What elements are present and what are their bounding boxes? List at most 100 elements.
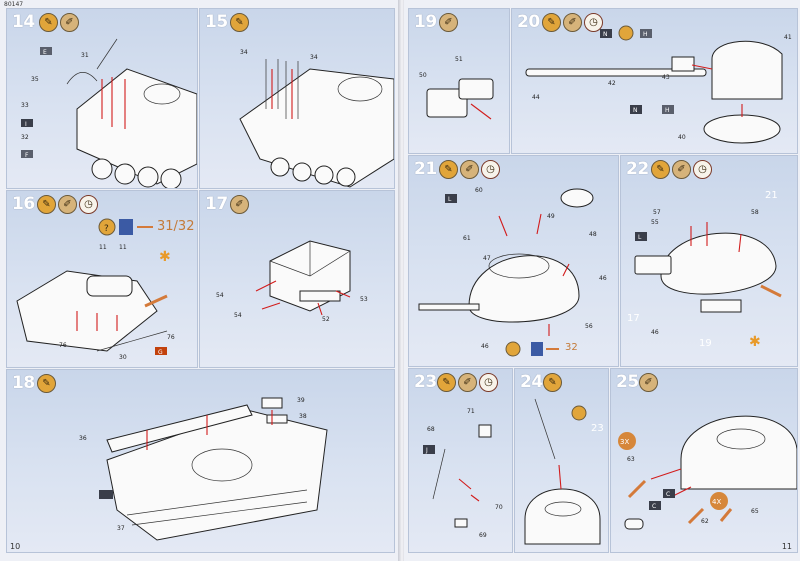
step-icons: ✐ — [639, 373, 658, 392]
label: 54 — [216, 292, 224, 299]
clock-icon: ◷ — [79, 195, 98, 214]
part-tag: F — [25, 152, 29, 159]
label: 48 — [589, 231, 597, 238]
label: 71 — [467, 408, 475, 415]
part-tag: N — [633, 107, 638, 114]
step-19-panel: 19 ✐ 50 51 — [408, 8, 510, 154]
svg-text:✱: ✱ — [159, 249, 171, 265]
step-number: 18 — [12, 373, 35, 393]
label: 61 — [463, 235, 471, 242]
step-reference: 31/32 — [157, 219, 195, 234]
part-tag: J — [425, 447, 428, 454]
step-18-diagram: 36 39 38 37 — [79, 397, 328, 541]
paint-icon: ✐ — [639, 373, 658, 392]
label: 41 — [784, 34, 792, 41]
paint-icon: ✐ — [439, 13, 458, 32]
glue-icon: ✎ — [651, 160, 670, 179]
step-14-diagram: 31 35 33 32 E I F — [21, 38, 197, 188]
glue-icon: ✎ — [542, 13, 561, 32]
step-icons: ✎ ✐ ◷ — [651, 160, 712, 179]
label: 56 — [585, 323, 593, 330]
label: 30 — [119, 354, 127, 361]
label: 52 — [322, 316, 330, 323]
step-17-diagram: 54 54 53 52 — [216, 240, 368, 323]
step-18-panel: 18 ✎ 36 39 38 37 — [6, 369, 395, 553]
label: 35 — [31, 76, 39, 83]
label: 43 — [662, 74, 670, 81]
label: 32 — [21, 134, 29, 141]
part-tag: L — [448, 196, 452, 203]
step-icons: ✎ — [37, 374, 56, 393]
label: 70 — [495, 504, 503, 511]
step-number: 17 — [205, 194, 228, 214]
book-gutter — [398, 0, 406, 561]
step-25-diagram: 3X 4X 63 62 65 C C — [618, 415, 797, 530]
part-tag: G — [158, 349, 163, 356]
part-tag: C — [666, 491, 670, 498]
part-tag: C — [652, 503, 656, 510]
label: 55 — [651, 219, 659, 226]
page-number: 10 — [10, 542, 21, 551]
paint-icon: ✐ — [458, 373, 477, 392]
label: 69 — [479, 532, 487, 539]
part-tag: I — [25, 121, 27, 128]
step-16-diagram: ? 11 11 ✱ 76 76 30 G — [16, 218, 175, 361]
label: 44 — [532, 94, 540, 101]
step-number: 16 — [12, 194, 35, 214]
panel-ref: 19 — [699, 338, 712, 349]
right-page: 19 ✐ 50 51 20 ✎ ✐ ◷ N H — [404, 0, 800, 561]
glue-icon: ✎ — [39, 13, 58, 32]
step-24-diagram: 23 — [524, 398, 604, 545]
step-icons: ✎ ✐ ◷ — [542, 13, 603, 32]
qty-badge: 3X — [620, 438, 629, 446]
step-number: 19 — [414, 12, 437, 32]
label: 53 — [360, 296, 368, 303]
panel-ref: 21 — [765, 190, 778, 201]
clock-icon: ◷ — [693, 160, 712, 179]
label: 46 — [651, 329, 659, 336]
step-number: 20 — [517, 12, 540, 32]
paint-icon: ✐ — [672, 160, 691, 179]
step-21-panel: 21 ✎ ✐ ◷ L 60 61 47 49 48 46 46 56 32 — [408, 155, 619, 367]
label: 37 — [117, 525, 125, 532]
label: 36 — [79, 435, 87, 442]
label: 60 — [475, 187, 483, 194]
label: 76 — [167, 334, 175, 341]
step-icons: ✐ — [230, 195, 249, 214]
step-number: 14 — [12, 12, 35, 32]
step-icons: ✎ — [543, 373, 562, 392]
part-tag: L — [638, 234, 642, 241]
clock-icon: ◷ — [479, 373, 498, 392]
step-number: 25 — [616, 372, 639, 392]
svg-text:?: ? — [104, 224, 109, 234]
step-number: 15 — [205, 12, 228, 32]
label: 38 — [299, 413, 307, 420]
step-20-panel: 20 ✎ ✐ ◷ N H 41 42 43 44 N H 40 — [511, 8, 798, 154]
step-17-panel: 17 ✐ 54 54 53 52 — [199, 190, 395, 368]
label: 34 — [240, 49, 248, 56]
label: 46 — [599, 275, 607, 282]
qty-badge: 4X — [712, 498, 721, 506]
step-16-panel: 16 ✎ ✐ ◷ 31/32 ? 11 11 ✱ 76 76 30 G — [6, 190, 198, 368]
glue-icon: ✎ — [230, 13, 249, 32]
label: 42 — [608, 80, 616, 87]
step-21-diagram: L 60 61 47 49 48 46 46 56 — [418, 187, 607, 357]
label: 58 — [751, 209, 759, 216]
label: 50 — [419, 72, 427, 79]
glue-icon: ✎ — [37, 195, 56, 214]
label: 49 — [547, 213, 555, 220]
label: 11 — [99, 244, 107, 251]
step-icons: ✎ ✐ ◷ — [37, 195, 98, 214]
label: 51 — [455, 56, 463, 63]
step-22-diagram: 21 58 57 55 L 17 19 46 ✱ — [627, 190, 782, 350]
page-number: 11 — [781, 542, 792, 551]
step-23-diagram: 68 71 J 70 69 — [423, 408, 503, 539]
glue-icon: ✎ — [437, 373, 456, 392]
step-icons: ✎ ✐ ◷ — [439, 160, 500, 179]
glue-icon: ✎ — [37, 374, 56, 393]
step-icons: ✎ ✐ — [39, 13, 79, 32]
left-page: 80147 14 ✎ ✐ 31 35 33 32 E I F — [0, 0, 400, 561]
clock-icon: ◷ — [584, 13, 603, 32]
step-icons: ✎ — [230, 13, 249, 32]
paint-icon: ✐ — [230, 195, 249, 214]
